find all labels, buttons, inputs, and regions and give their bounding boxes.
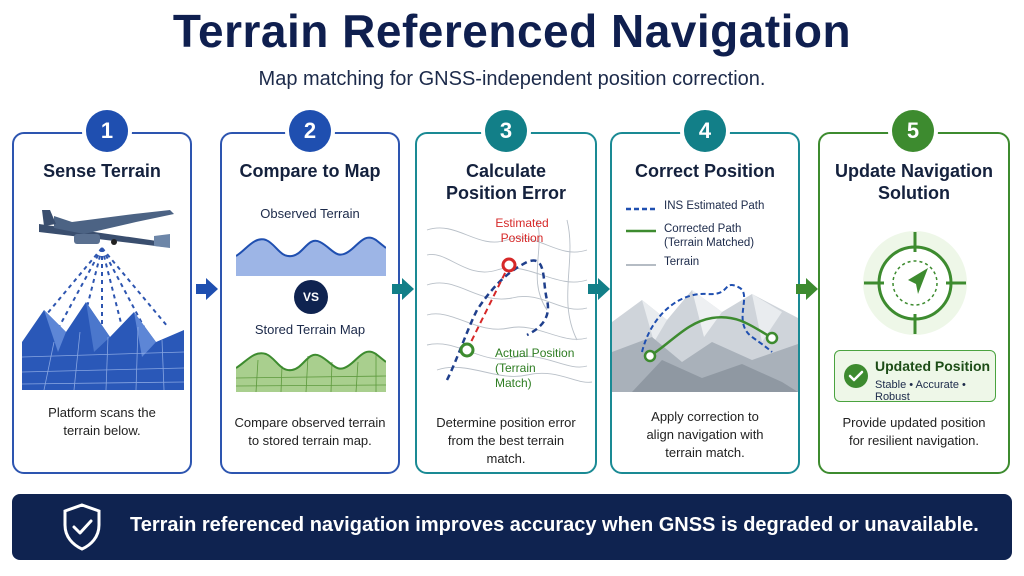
- legend-ins-label: INS Estimated Path: [664, 200, 765, 212]
- observed-terrain-label: Observed Terrain: [260, 206, 360, 221]
- updated-position-badge: Updated Position Stable • Accurate • Rob…: [834, 350, 996, 403]
- badge-title: Updated Position: [875, 358, 991, 374]
- step-card-calculate-error: Calculate Position Error Estimated Posit…: [415, 132, 597, 474]
- estimated-position-label: Estimated Position: [495, 216, 549, 245]
- step-title: Sense Terrain: [43, 161, 161, 181]
- arrow-right-icon: [392, 278, 414, 300]
- step-card-compare-map: Compare to Map Observed Terrain VS Store…: [220, 132, 400, 474]
- footer-banner: Terrain referenced navigation improves a…: [12, 494, 1012, 560]
- page-title: Terrain Referenced Navigation: [172, 5, 852, 57]
- legend-terrain-label: Terrain: [664, 256, 700, 268]
- step-description: Platform scans the terrain below.: [48, 405, 156, 438]
- stored-terrain-map: [236, 350, 386, 392]
- footer-text: Terrain referenced navigation improves a…: [130, 514, 979, 536]
- arrow-right-icon: [196, 278, 218, 300]
- step-card-update-navigation: Update Navigation Solution Updated Posit…: [818, 132, 1010, 474]
- step-number-badge: 1: [86, 110, 128, 152]
- step-description: Compare observed terrain to stored terra…: [234, 415, 386, 448]
- legend-corrected-label: Corrected Path (Terrain Matched): [664, 223, 755, 249]
- step-description: Apply correction to align navigation wit…: [646, 409, 764, 460]
- step-card-sense-terrain: Sense Terrain: [12, 132, 192, 474]
- page-subtitle: Map matching for GNSS-independent positi…: [258, 68, 766, 90]
- checkmark-icon: [844, 364, 868, 388]
- arrow-right-icon: [796, 278, 818, 300]
- airplane-icon: [39, 210, 174, 248]
- step-number-badge: 2: [289, 110, 331, 152]
- step-title: Correct Position: [634, 161, 776, 181]
- step-description: Determine position error from the best t…: [436, 415, 576, 466]
- step-description: Provide updated position for resilient n…: [842, 415, 986, 448]
- legend-ins-swatch: [626, 207, 656, 211]
- step-card-correct-position: Correct Position INS Estimated Path Corr…: [610, 132, 800, 474]
- stored-terrain-label: Stored Terrain Map: [254, 322, 366, 337]
- corrected-path-terrain: [612, 283, 798, 392]
- target-crosshair-icon: [863, 231, 967, 335]
- actual-position-label: Actual Position (Terrain Match): [495, 346, 575, 390]
- legend-corrected-swatch: [626, 229, 656, 233]
- step-number-badge: 5: [892, 110, 934, 152]
- legend-terrain-swatch: [626, 264, 656, 266]
- step-title: Update Navigation Solution: [834, 161, 994, 203]
- badge-subtitle: Stable • Accurate • Robust: [875, 379, 966, 403]
- vs-label: VS: [302, 290, 319, 304]
- position-error-map: [426, 219, 593, 383]
- vs-badge: VS: [294, 280, 328, 314]
- step-number-badge: 4: [684, 110, 726, 152]
- arrow-right-icon: [588, 278, 610, 300]
- sensing-illustration: [21, 210, 185, 391]
- step-number-badge: 3: [485, 110, 527, 152]
- step-title: Compare to Map: [239, 161, 381, 181]
- shield-check-icon: [63, 503, 101, 551]
- observed-terrain-profile: [236, 236, 386, 276]
- step-title: Calculate Position Error: [445, 161, 566, 203]
